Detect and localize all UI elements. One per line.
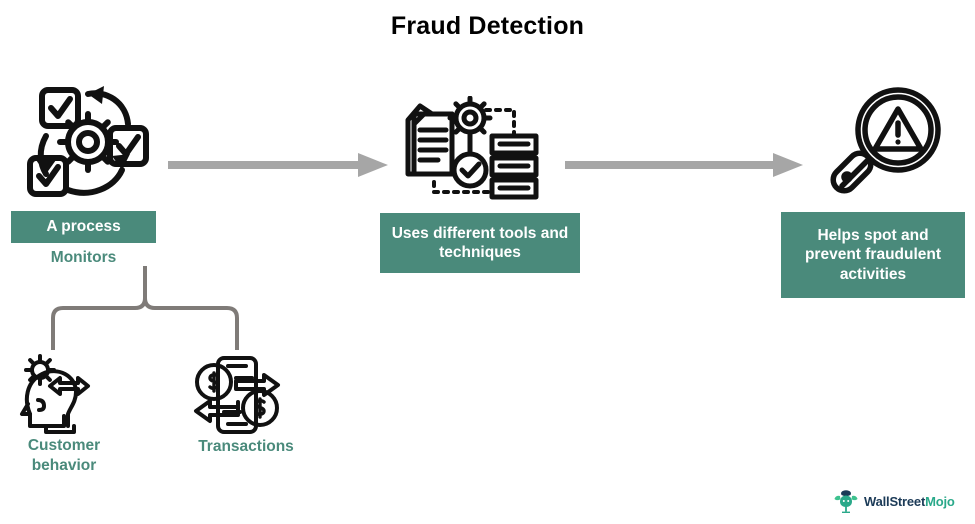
customer-behavior-label: Customer behavior [27, 437, 101, 474]
logo-text-primary: WallStreet [864, 493, 926, 509]
bull-mascot-icon [834, 490, 858, 513]
logo-text-secondary: Mojo [925, 493, 955, 509]
magnifier-warning-icon [828, 85, 946, 203]
branch-bracket [35, 264, 255, 352]
flow-arrow-1 [168, 150, 388, 180]
stage-3-badge: Helps spot and prevent fraudulent activi… [781, 212, 965, 298]
document-gear-checklist-icon [400, 95, 540, 202]
transactions-label: Transactions [198, 438, 294, 455]
flow-arrow-2 [565, 150, 803, 180]
money-exchange-icon [192, 354, 282, 436]
wallstreetmojo-logo: WallStreetMojo [833, 486, 965, 516]
page-title: Fraud Detection [390, 12, 585, 40]
logo-text: WallStreetMojo [864, 494, 955, 509]
gear-checklist-cycle-icon [22, 82, 154, 204]
monitors-label: Monitors [50, 249, 117, 266]
stage-2-badge: Uses different tools and techniques [380, 213, 580, 273]
head-gear-arrow-icon [16, 352, 100, 436]
stage-1-badge: A process [11, 211, 156, 243]
